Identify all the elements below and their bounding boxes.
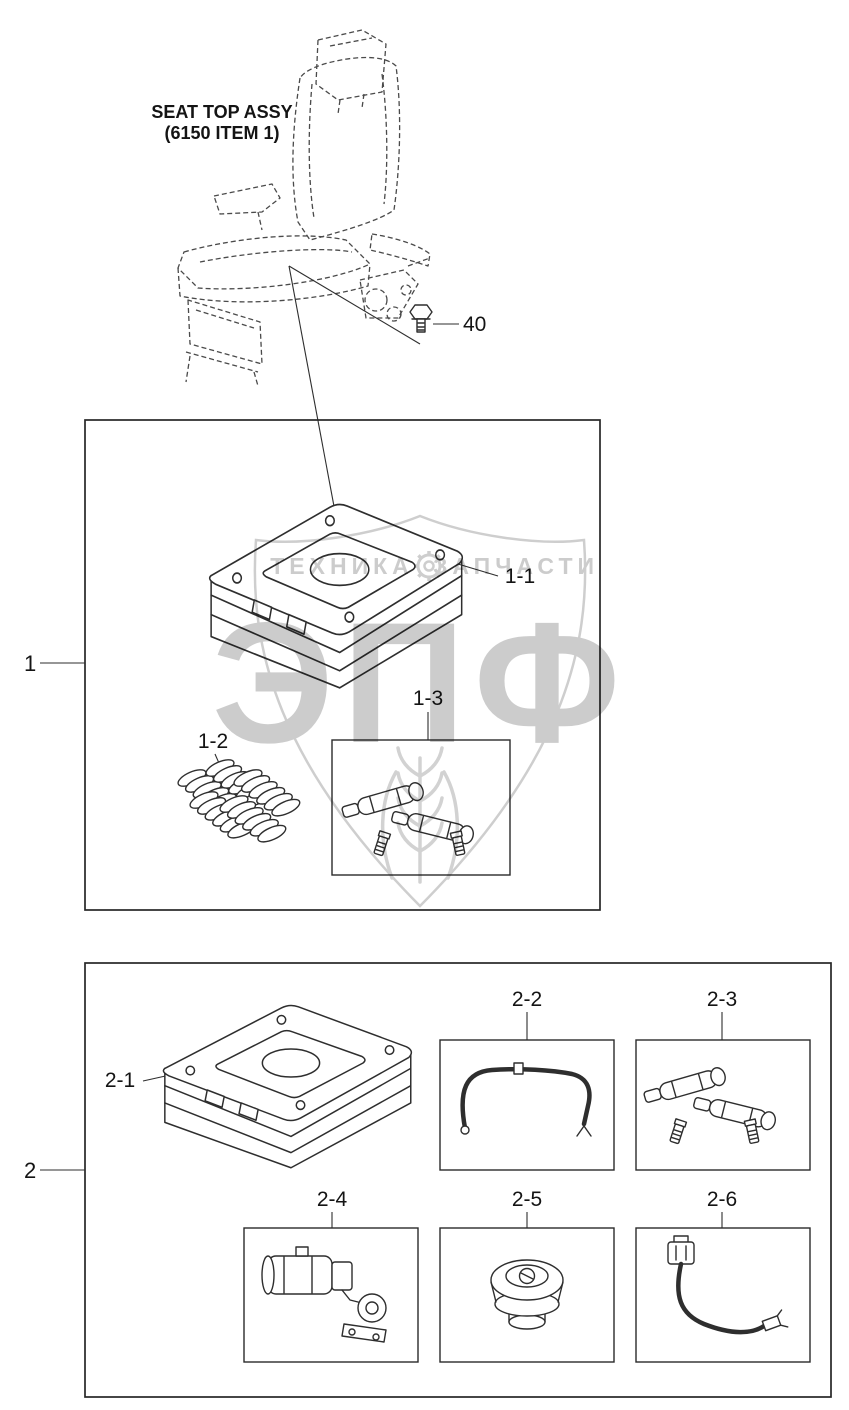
seat-cushion-front <box>177 263 371 303</box>
item-2-2-box <box>439 1039 615 1171</box>
item-1-2-label: 1-2 <box>198 730 228 753</box>
seat-headrest-fold <box>329 37 373 47</box>
item-1-1-leader <box>457 563 499 577</box>
item-2-6-box <box>635 1227 811 1363</box>
seat-title-line2: (6150 ITEM 1) <box>164 123 279 143</box>
item-2-4-label: 2-4 <box>317 1188 348 1211</box>
watermark-banner-right: ЗАПЧАСТИ <box>433 553 599 579</box>
seat-title-line1: SEAT TOP ASSY <box>151 102 292 122</box>
bolt-40-label: 40 <box>463 313 486 336</box>
seat-armrest-right <box>369 233 431 267</box>
connector-cable-2-6 <box>667 1235 789 1335</box>
item-2-3-box <box>635 1039 811 1171</box>
seat-recline-lever <box>407 257 431 267</box>
round-mount-2-5 <box>490 1259 564 1330</box>
seat-cushion-seam <box>199 248 353 263</box>
group1-label: 1 <box>24 651 36 676</box>
item-2-1-label: 2-1 <box>105 1069 135 1092</box>
bolt-40-icon <box>409 304 433 333</box>
item-2-5-label: 2-5 <box>512 1188 542 1211</box>
watermark-big-text: ЭПФ <box>212 587 629 779</box>
seat-recline-gear <box>386 306 402 322</box>
group2-box <box>84 962 832 1398</box>
seat-leader-line-down <box>288 265 340 534</box>
watermark-wheat <box>380 746 460 884</box>
watermark-shield <box>253 514 587 908</box>
watermark: ЭПФ ТЕХНИКА ЗАПЧАСТИ <box>212 514 629 908</box>
seat-armrest-left-support <box>257 211 263 231</box>
wire-harness-2-2 <box>460 1062 592 1137</box>
group2-label: 2 <box>24 1158 36 1183</box>
seat-recline-hub <box>364 288 388 312</box>
seat-base-rails <box>185 351 259 387</box>
item-2-2-label: 2-2 <box>512 988 542 1011</box>
seat-illustration <box>177 29 431 387</box>
group1-box <box>84 419 601 911</box>
compressor-motor-2-4 <box>261 1246 387 1343</box>
seat-headrest <box>315 29 387 101</box>
seat-recline-pivot <box>400 284 412 296</box>
seat-leader-line-right <box>288 265 421 345</box>
seat-armrest-left <box>213 183 281 215</box>
item-2-5-box <box>439 1227 615 1363</box>
seat-backrest <box>292 56 401 241</box>
seat-headrest-posts <box>337 93 365 115</box>
item-1-3-label: 1-3 <box>413 687 443 710</box>
seat-recline-bracket <box>359 269 419 319</box>
seat-backrest-seam-left <box>308 83 315 219</box>
item-2-3-label: 2-3 <box>707 988 737 1011</box>
gear-icon <box>414 551 444 581</box>
item-2-6-label: 2-6 <box>707 1188 737 1211</box>
seat-base-frame <box>187 299 263 365</box>
seat-base-frame-line <box>195 309 255 329</box>
item-1-1-label: 1-1 <box>505 565 535 588</box>
item-2-4-box <box>243 1227 419 1363</box>
watermark-banner-left: ТЕХНИКА <box>270 553 414 579</box>
seat-cushion-top <box>177 235 371 290</box>
